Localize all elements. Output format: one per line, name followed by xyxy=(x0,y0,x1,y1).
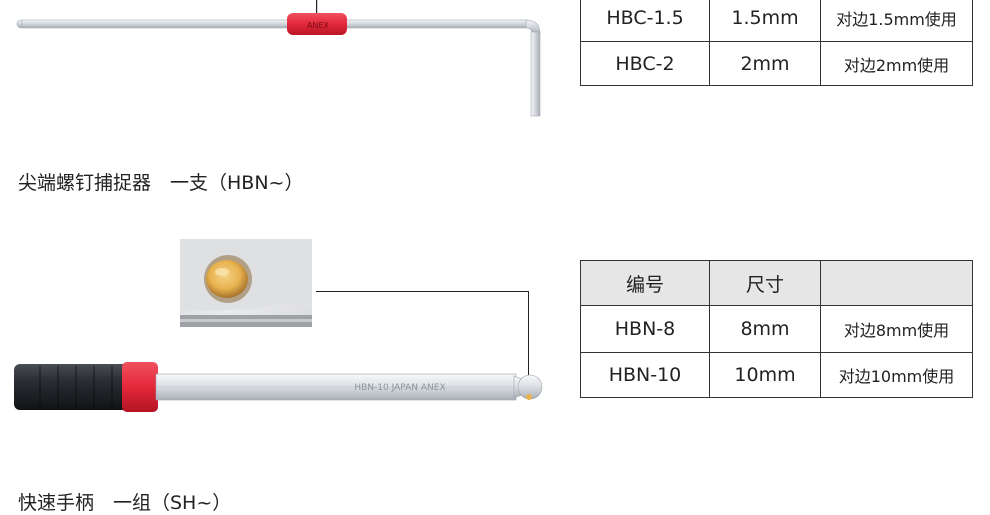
size-cell: 10mm xyxy=(709,352,821,398)
code-cell: HBN-8 xyxy=(580,305,710,353)
hbc-spec-table: HBC-1.5 1.5mm 对边1.5mm使用 HBC-2 2mm 对边2mm使… xyxy=(580,0,973,86)
use-cell: 对边8mm使用 xyxy=(820,305,973,353)
shaft-engraving: HBN-10 JAPAN ANEX xyxy=(354,383,445,393)
code-cell: HBC-2 xyxy=(580,41,710,86)
table-row: HBN-10 10mm 对边10mm使用 xyxy=(580,352,973,398)
size-cell: 2mm xyxy=(709,41,821,86)
use-cell: 对边1.5mm使用 xyxy=(820,0,973,42)
use-cell: 对边10mm使用 xyxy=(820,352,973,398)
size-cell: 8mm xyxy=(709,305,821,353)
code-cell: HBC-1.5 xyxy=(580,0,710,42)
table-row: HBN-8 8mm 对边8mm使用 xyxy=(580,305,973,353)
leader-line xyxy=(528,291,530,389)
code-cell: HBN-10 xyxy=(580,352,710,398)
ball-screwdriver-image: HBN-10 JAPAN ANEX xyxy=(14,362,543,412)
header-code: 编号 xyxy=(580,260,710,306)
section-title-sh: 快速手柄 一组（SH~） xyxy=(18,492,232,514)
grip-logo: ANEX xyxy=(307,21,330,30)
hbn-spec-table: 编号 尺寸 HBN-8 8mm 对边8mm使用 HBN-10 10mm 对边10… xyxy=(580,260,973,398)
header-use xyxy=(820,260,973,306)
use-cell: 对边2mm使用 xyxy=(820,41,973,86)
size-cell: 1.5mm xyxy=(709,0,821,42)
header-size: 尺寸 xyxy=(709,260,821,306)
ball-tip-closeup-image xyxy=(180,239,312,327)
table-row: HBC-2 2mm 对边2mm使用 xyxy=(580,41,973,86)
table-header-row: 编号 尺寸 xyxy=(580,260,973,306)
table-row: HBC-1.5 1.5mm 对边1.5mm使用 xyxy=(580,0,973,42)
leader-line xyxy=(316,291,529,293)
section-title-hbn: 尖端螺钉捕捉器 一支（HBN~） xyxy=(18,172,304,194)
hex-wrench-image: ANEX xyxy=(16,0,541,117)
